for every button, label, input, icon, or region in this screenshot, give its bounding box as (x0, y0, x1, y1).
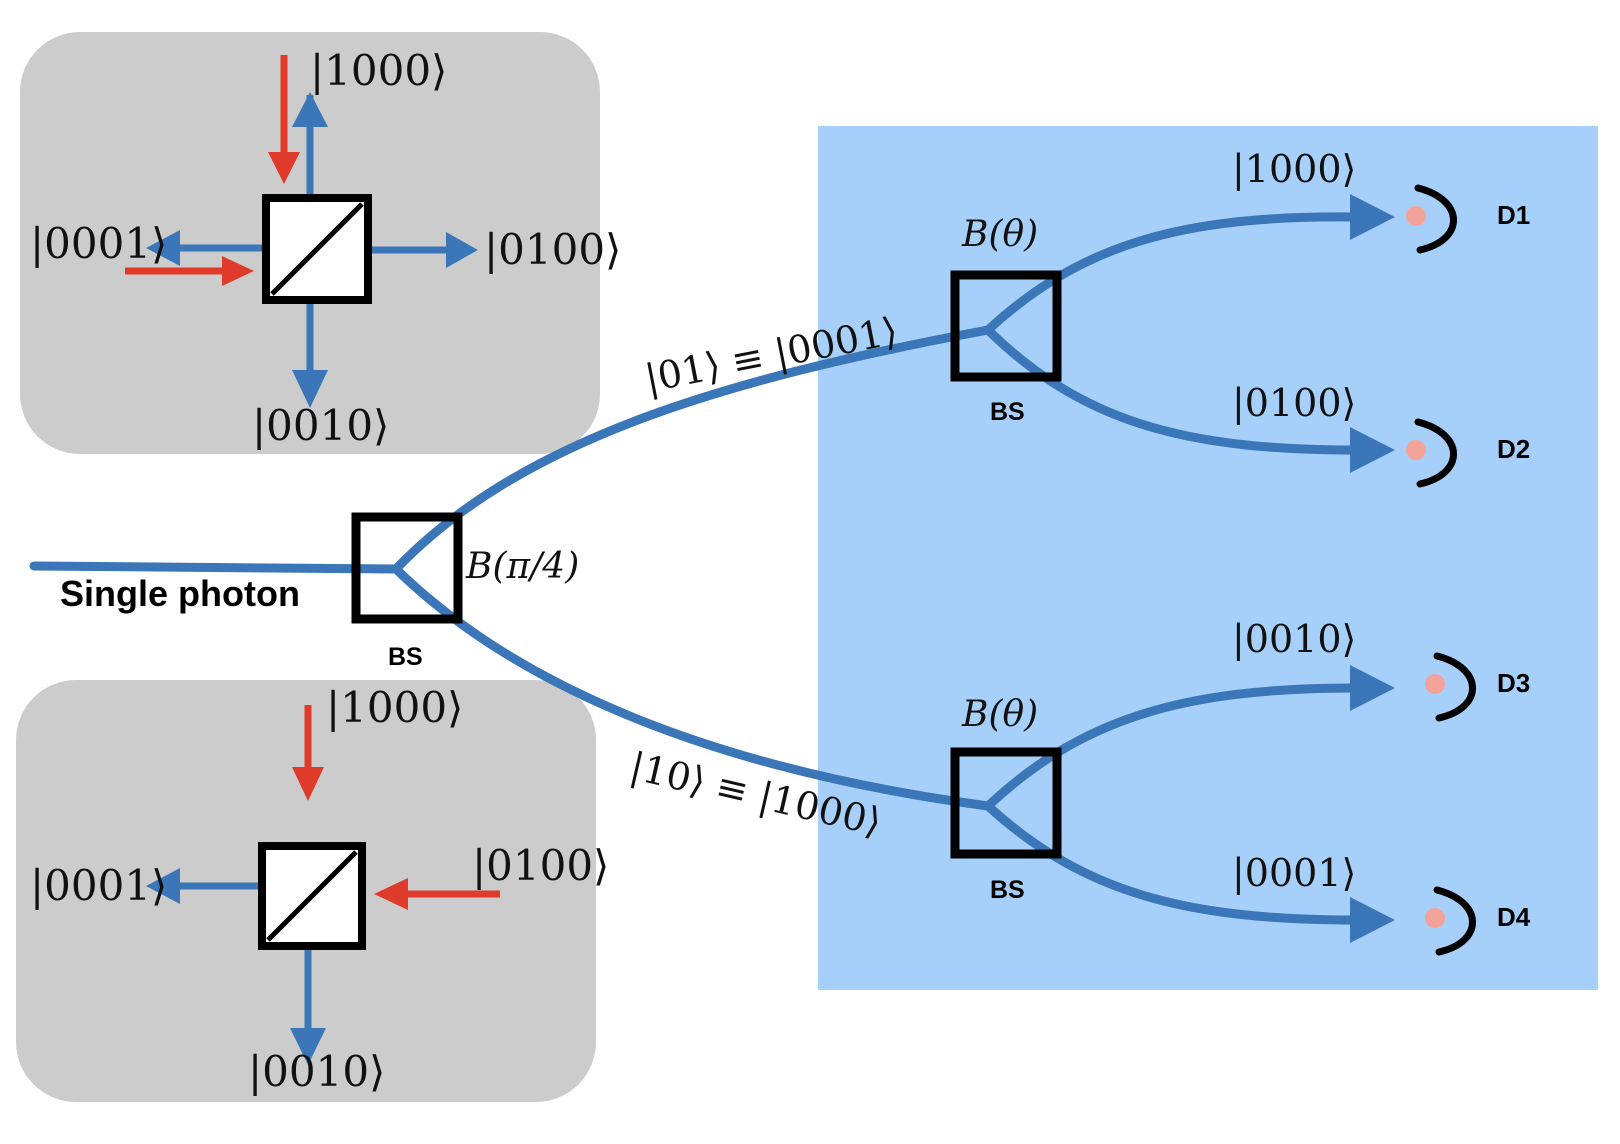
inset-top-in-horizontal-arrowhead (222, 256, 254, 286)
inset-bottom-splitter-diagonal (266, 850, 358, 942)
upper-splitter-label: BS (990, 398, 1025, 426)
inset-bottom-in-top-arrowhead (292, 767, 324, 801)
lower-beam-splitter (950, 747, 1062, 859)
first-beam-splitter (351, 512, 463, 624)
lower-splitter-operator: B(θ) (961, 694, 1038, 735)
inset-top-out-right-arrowhead (446, 232, 478, 268)
upper-beam-splitter (950, 270, 1062, 382)
detector-d1-dot (1406, 206, 1426, 226)
lower-bs-out-bottom-beam (983, 801, 1360, 925)
detector-d3: D3 (1425, 652, 1530, 722)
upper-bs-out-bottom-beam (983, 325, 1360, 455)
arrowhead-to-d1 (1350, 194, 1395, 240)
detector-d3-label: D3 (1497, 668, 1530, 698)
inset-bottom-label-down: |0010⟩ (248, 1047, 385, 1096)
inset-top-out-up-arrowhead (292, 92, 328, 127)
source-label: Single photon (60, 573, 300, 614)
inset-bottom-label-top-input: |1000⟩ (326, 683, 463, 732)
detector-d4-icon (1433, 886, 1476, 956)
inset-bottom-label-left: |0001⟩ (30, 861, 167, 910)
detector-d3-dot (1425, 674, 1445, 694)
inset-top-label-left: |0001⟩ (30, 219, 167, 268)
lower-bs-out-top-beam (983, 683, 1360, 811)
detector-d1-icon (1414, 184, 1457, 254)
inset-top-label-right: |0100⟩ (484, 225, 621, 274)
detector-d1: D1 (1406, 184, 1530, 254)
arrowhead-to-d3 (1350, 665, 1395, 711)
detector-d2-icon (1414, 418, 1457, 488)
inset-bottom-in-right-arrowhead (374, 878, 408, 910)
inset-top-out-down-arrowhead (292, 370, 328, 408)
detector-d2-dot (1406, 440, 1426, 460)
detector-d3-icon (1433, 652, 1476, 722)
inset-top-in-vertical-arrowhead (268, 152, 300, 184)
upper-bs-out-top-beam (983, 212, 1360, 335)
inset-top: |1000⟩ |0100⟩ |0010⟩ |0001⟩ (30, 46, 621, 450)
detector-d4-label: D4 (1497, 902, 1531, 932)
upper-splitter-out-top-label: |1000⟩ (1232, 147, 1356, 191)
arrowhead-to-d2 (1350, 427, 1395, 473)
inset-bottom: |1000⟩ |0100⟩ |0010⟩ |0001⟩ (30, 683, 609, 1096)
inset-top-out-left-arrowhead (146, 230, 180, 266)
inset-top-label-up: |1000⟩ (310, 46, 447, 95)
arrowhead-to-d4 (1350, 897, 1395, 943)
inset-bottom-out-down-arrowhead (290, 1028, 326, 1065)
inset-top-label-down: |0010⟩ (252, 401, 389, 450)
detection-panel (818, 126, 1598, 990)
inset-bottom-label-right-input: |0100⟩ (472, 841, 609, 890)
upper-splitter-operator: B(θ) (961, 214, 1038, 255)
upper-splitter-out-bottom-label: |0100⟩ (1232, 381, 1356, 425)
first-splitter-label: BS (388, 643, 423, 671)
detector-d1-label: D1 (1497, 200, 1530, 230)
first-splitter-operator: B(π/4) (465, 546, 579, 587)
detector-d4: D4 (1425, 886, 1531, 956)
detector-d4-dot (1425, 908, 1445, 928)
input-beam (29, 561, 401, 574)
lower-splitter-out-bottom-label: |0001⟩ (1232, 851, 1356, 895)
inset-bottom-out-left-arrowhead (146, 868, 180, 904)
lower-splitter-label: BS (990, 876, 1025, 904)
detector-d2-label: D2 (1497, 434, 1530, 464)
detector-d2: D2 (1406, 418, 1530, 488)
lower-splitter-out-top-label: |0010⟩ (1232, 617, 1356, 661)
inset-top-splitter-diagonal (270, 202, 364, 296)
